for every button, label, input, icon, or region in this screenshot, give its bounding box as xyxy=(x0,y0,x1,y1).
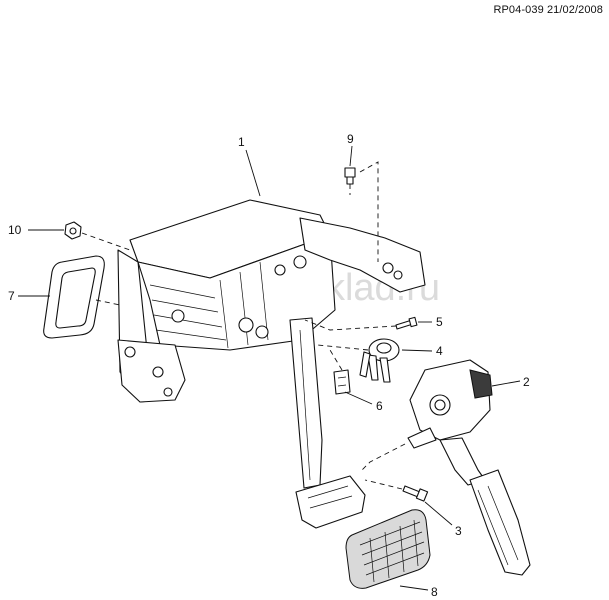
callout-2: 2 xyxy=(523,375,530,389)
brake-pad-part-8 xyxy=(345,509,431,589)
callout-3: 3 xyxy=(455,524,462,538)
gasket-part-7 xyxy=(43,255,105,339)
callout-1: 1 xyxy=(238,135,245,149)
diagram-reference: RP04-039 21/02/2008 xyxy=(493,4,603,16)
callout-6: 6 xyxy=(376,399,383,413)
switch-part-4 xyxy=(359,338,400,383)
callout-8: 8 xyxy=(431,585,438,599)
pedal-bracket-part-1 xyxy=(117,199,426,403)
screw-part-5 xyxy=(395,316,418,330)
leader-lines xyxy=(18,145,521,591)
callout-5: 5 xyxy=(436,315,443,329)
callout-7: 7 xyxy=(8,289,15,303)
callout-4: 4 xyxy=(436,344,443,358)
assembly-lines xyxy=(81,161,406,490)
clip-part-6 xyxy=(333,369,351,395)
nut-part-10 xyxy=(64,221,82,240)
bolt-part-9 xyxy=(344,167,356,185)
callout-10: 10 xyxy=(8,223,22,237)
callout-9: 9 xyxy=(347,132,354,146)
brake-pedal-arm xyxy=(289,317,366,529)
bolt-part-3 xyxy=(402,485,429,502)
callout-numbers: 1 2 3 4 5 6 7 8 9 10 xyxy=(8,132,530,599)
accelerator-module-part-2 xyxy=(407,359,531,576)
